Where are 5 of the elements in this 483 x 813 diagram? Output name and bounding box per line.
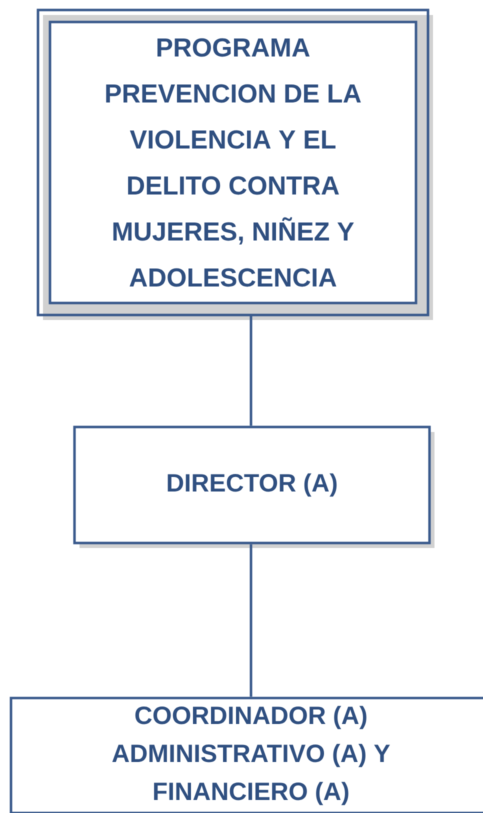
connector-line <box>250 315 252 426</box>
org-box: COORDINADOR (A) ADMINISTRATIVO (A) Y FINANCIERO (A) <box>10 696 483 813</box>
connector-line <box>250 544 252 697</box>
org-box: PROGRAMA PREVENCION DE LA VIOLENCIA Y EL DELITO CONTRA MUJERES, NIÑEZ Y ADOLESCENCIA <box>36 8 433 320</box>
org-box: DIRECTOR (A) <box>73 426 434 548</box>
